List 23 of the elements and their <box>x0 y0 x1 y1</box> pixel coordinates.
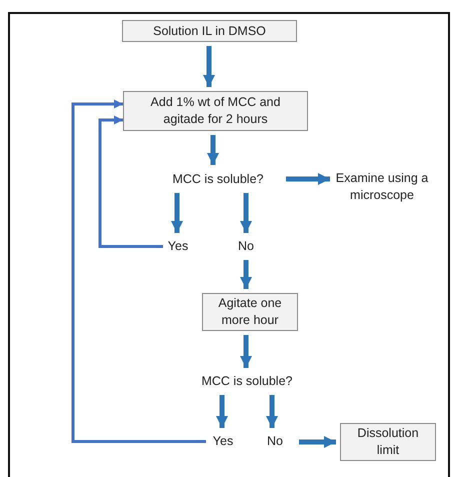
arrow <box>240 335 252 368</box>
arrow <box>240 260 252 289</box>
process-box: Solution IL in DMSO <box>122 20 297 42</box>
flow-text: MCC is soluble? <box>172 170 264 188</box>
flow-text: Examine using a microscope <box>334 170 430 204</box>
flow-text: No <box>267 433 283 450</box>
arrow <box>98 116 163 248</box>
arrow <box>286 173 330 185</box>
process-box: Agitate one more hour <box>202 293 298 331</box>
arrow <box>72 100 206 443</box>
process-box: Add 1% wt of MCC and agitade for 2 hours <box>123 91 308 131</box>
process-box: Dissolution limit <box>340 423 436 461</box>
flow-text: Yes <box>168 238 188 255</box>
arrow <box>171 193 183 233</box>
flow-text: Yes <box>212 433 234 450</box>
arrow <box>216 395 228 428</box>
arrow <box>207 135 219 165</box>
arrow <box>299 436 336 448</box>
flow-text: MCC is soluble? <box>201 373 292 390</box>
flow-text: No <box>238 238 254 255</box>
arrow <box>240 193 252 233</box>
arrow <box>203 46 215 87</box>
arrow <box>266 395 278 428</box>
